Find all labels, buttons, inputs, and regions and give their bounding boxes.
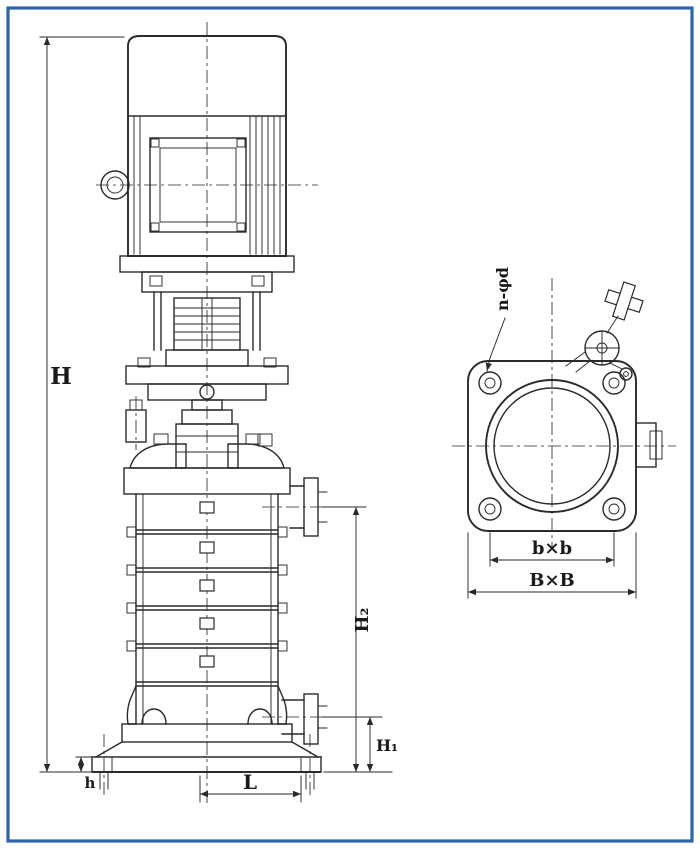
air-valve-assembly <box>565 281 644 381</box>
pump-plan-view: n-φd b×b B×B <box>452 267 676 599</box>
lifting-eye <box>100 170 130 200</box>
dimension-L: L <box>199 770 302 803</box>
gauge-port <box>199 384 215 400</box>
dimensions-front: H H₂ H₁ L h <box>39 36 398 803</box>
base <box>91 741 322 790</box>
dimension-H1: H₁ <box>321 716 398 772</box>
pump-body-circle <box>485 379 619 513</box>
dimension-h: h <box>75 756 96 792</box>
dimension-H2-label: H₂ <box>352 608 373 633</box>
dimension-H1-label: H₁ <box>376 736 398 755</box>
anchor-bolts <box>99 771 315 790</box>
dimension-BxB-label: B×B <box>529 570 575 591</box>
dimension-H-label: H <box>50 363 72 390</box>
pump-elevation-view: H H₂ H₁ L h <box>39 22 398 803</box>
bolt-note: n-φd <box>485 267 512 372</box>
dimension-L-label: L <box>243 770 257 794</box>
centerlines-plan <box>452 278 676 548</box>
dimension-h-label: h <box>85 774 96 792</box>
bolt-note-leader <box>485 317 506 372</box>
bolt-holes <box>478 371 626 521</box>
motor-flange <box>119 255 295 293</box>
discharge-flange <box>289 477 328 537</box>
side-bracket-plan <box>635 422 663 468</box>
dimension-bxb-label: b×b <box>532 538 572 559</box>
motor <box>100 35 287 257</box>
dimension-BxB: B×B <box>467 532 637 599</box>
terminal-box <box>149 137 247 233</box>
bolt-note-label: n-φd <box>493 267 512 311</box>
dimension-H: H <box>39 36 125 773</box>
dimension-H2: H₂ <box>321 506 393 773</box>
suction-flange <box>281 693 328 745</box>
suction-casing <box>121 685 328 745</box>
pump-casing <box>123 433 291 495</box>
stage-barrel <box>126 493 288 725</box>
dimension-bxb: b×b <box>489 532 615 567</box>
page-border-frame <box>6 6 694 843</box>
